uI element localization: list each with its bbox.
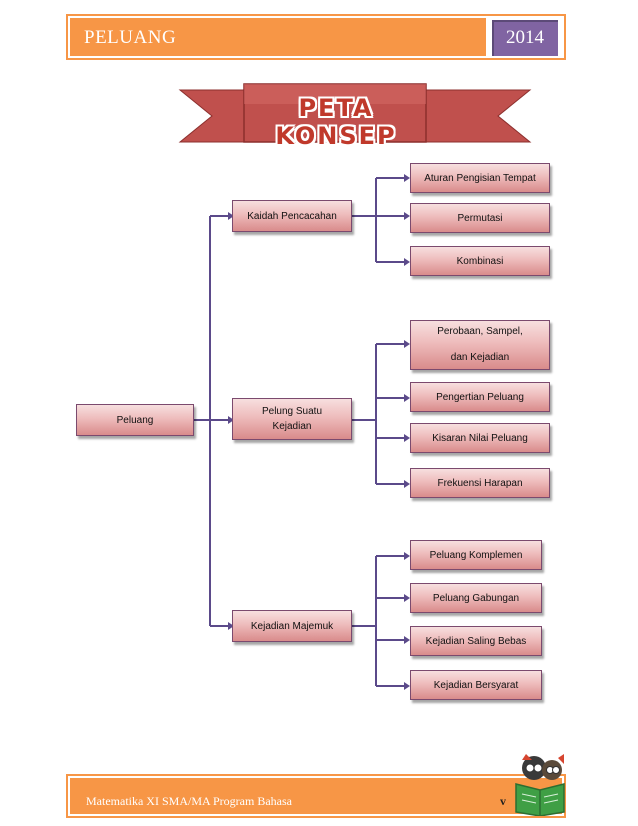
leaf-node: Kejadian Saling Bebas bbox=[410, 626, 542, 656]
leaf-node: Aturan Pengisian Tempat bbox=[410, 163, 550, 193]
branch-node-pelung-suatu-kejadian: Pelung Suatu Kejadian bbox=[232, 398, 352, 440]
leaf-node: Kejadian Bersyarat bbox=[410, 670, 542, 700]
footer-book-title: Matematika XI SMA/MA Program Bahasa bbox=[86, 794, 292, 808]
reading-mascot-icon bbox=[515, 754, 565, 816]
leaf-node: Pengertian Peluang bbox=[410, 382, 550, 412]
leaf-node: Permutasi bbox=[410, 203, 550, 233]
root-node: Peluang bbox=[76, 404, 194, 436]
leaf-node: Perobaan, Sampel, dan Kejadian bbox=[410, 320, 550, 370]
header-bar bbox=[70, 18, 486, 56]
chapter-title: PELUANG bbox=[84, 27, 177, 48]
page-number: v bbox=[500, 794, 506, 808]
footer-frame bbox=[66, 774, 566, 818]
banner-ribbon bbox=[178, 83, 532, 143]
leaf-node: Frekuensi Harapan bbox=[410, 468, 550, 498]
leaf-node: Kombinasi bbox=[410, 246, 550, 276]
banner-title: PETA KONSEP bbox=[275, 94, 397, 150]
leaf-node: Kisaran Nilai Peluang bbox=[410, 423, 550, 453]
leaf-node: Peluang Komplemen bbox=[410, 540, 542, 570]
footer-bar bbox=[70, 778, 562, 814]
year-badge: 2014 bbox=[492, 20, 558, 56]
branch-node-kaidah-pencacahan: Kaidah Pencacahan bbox=[232, 200, 352, 232]
leaf-node: Peluang Gabungan bbox=[410, 583, 542, 613]
branch-node-kejadian-majemuk: Kejadian Majemuk bbox=[232, 610, 352, 642]
